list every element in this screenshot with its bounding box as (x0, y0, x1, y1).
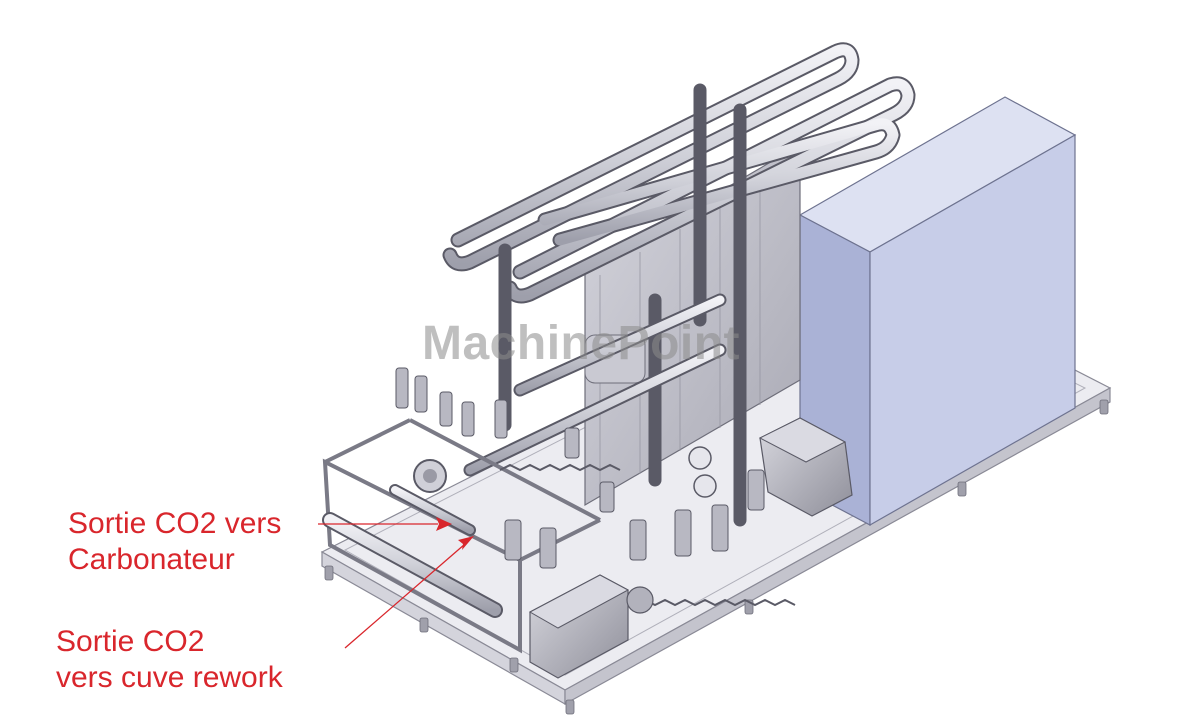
pressure-gauge-icon (413, 446, 717, 498)
annotation-line: Sortie CO2 vers (68, 507, 282, 540)
annotation-line: Sortie CO2 (56, 625, 205, 658)
pump-motor-icon (528, 417, 853, 679)
vertical-pipes (463, 83, 747, 527)
electrical-cabinet-icon (798, 96, 1077, 527)
annotation-line: vers cuve rework (56, 661, 283, 694)
bottom-pipe (322, 484, 503, 618)
upper-pipe-rack (442, 42, 916, 304)
chain-conveyor (499, 463, 796, 607)
annotation-line: Carbonateur (68, 543, 235, 576)
watermark: MachinePoint (422, 317, 741, 370)
annotation-co2-rework: Sortie CO2 vers cuve rework (56, 624, 283, 696)
red-arrow-icon (318, 517, 474, 649)
valve-icon (395, 367, 765, 569)
annotation-co2-carbonateur: Sortie CO2 vers Carbonateur (68, 506, 281, 578)
